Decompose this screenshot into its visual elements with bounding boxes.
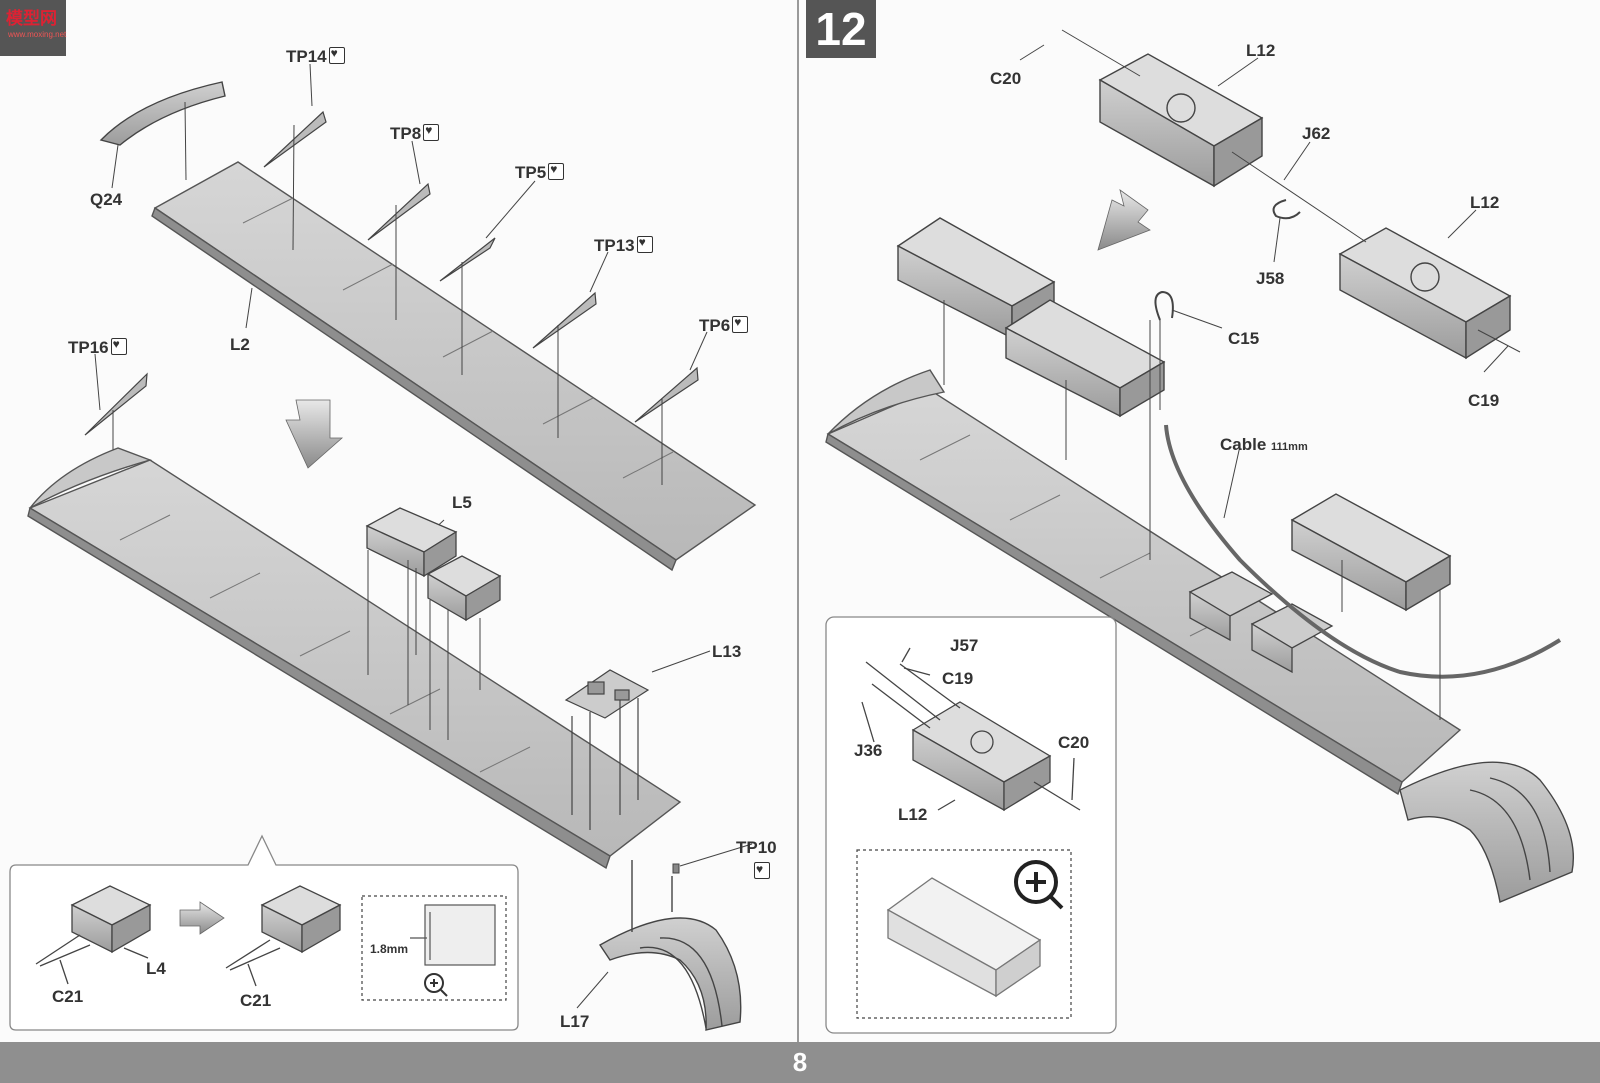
ship-heart-icon	[423, 124, 440, 141]
label-tp10: TP10	[736, 838, 777, 857]
inset-l4-boxes	[35, 885, 342, 987]
label-c21-b: C21	[240, 991, 272, 1010]
part-l2-upper	[151, 161, 757, 572]
part-cable	[1164, 424, 1562, 679]
ship-heart-icon	[732, 316, 749, 333]
zoom-in-icon	[424, 973, 448, 997]
ship-heart-icon	[754, 862, 770, 879]
footer-bar	[0, 1042, 1600, 1083]
label-c20-top: C20	[990, 69, 1022, 88]
page-number: 8	[792, 1047, 808, 1077]
label-c19-right: C19	[1468, 391, 1500, 410]
step-number: 12	[806, 0, 876, 58]
part-q24	[99, 81, 226, 146]
down-arrow-icon	[1097, 189, 1151, 251]
logo-glyphs: 模型网	[6, 9, 57, 28]
mounted-boxes	[1188, 571, 1334, 674]
ship-heart-icon	[548, 163, 565, 180]
leader-lines-right	[943, 29, 1521, 720]
label-tp14: TP14	[286, 47, 345, 65]
inset-detail-part-right	[886, 877, 1042, 998]
down-arrow-icon	[285, 399, 344, 469]
label-l12-right: L12	[1470, 193, 1500, 212]
logo-url: www.moxing.net	[8, 30, 67, 39]
part-deck-lower	[27, 447, 682, 870]
label-l4: L4	[146, 959, 166, 978]
part-l12-boxes	[896, 53, 1512, 612]
label-cable: Cable 111mm	[1220, 435, 1308, 454]
part-tp10	[672, 863, 680, 874]
label-tp13: TP13	[594, 236, 653, 254]
part-l5	[365, 507, 502, 622]
inset-l12-box	[861, 647, 1081, 812]
small-arrow-icon	[179, 901, 225, 935]
label-tp6: TP6	[699, 316, 749, 334]
label-j58: J58	[1256, 269, 1285, 288]
leader-lines-left	[94, 63, 753, 1009]
label-l12-inset: L12	[898, 805, 928, 824]
page-divider	[797, 0, 799, 1042]
part-j58	[1272, 199, 1301, 220]
label-l12-top: L12	[1246, 41, 1276, 60]
label-j57: J57	[950, 636, 979, 655]
label-q24: Q24	[90, 190, 123, 209]
label-j36: J36	[854, 741, 883, 760]
ship-heart-icon	[328, 47, 345, 64]
label-l5: L5	[452, 493, 472, 512]
label-c20-inset: C20	[1058, 733, 1090, 752]
drop-lines-l5	[367, 550, 481, 740]
zoom-in-icon	[1014, 860, 1064, 910]
label-l2: L2	[230, 335, 250, 354]
label-tp16: TP16	[68, 338, 127, 356]
label-c15: C15	[1228, 329, 1260, 348]
label-l13: L13	[712, 642, 742, 661]
part-fender-right	[1399, 761, 1575, 903]
part-l13	[564, 669, 650, 830]
ship-heart-icon	[636, 236, 653, 253]
site-logo: 模型网 www.moxing.net	[0, 0, 66, 56]
label-tp5: TP5	[515, 163, 565, 181]
inset-detail-box	[361, 895, 507, 1001]
part-deck-right	[825, 369, 1462, 796]
label-c21-a: C21	[52, 987, 84, 1006]
label-tp8: TP8	[390, 124, 440, 142]
part-l17	[598, 860, 742, 1031]
photo-etch-parts	[84, 110, 699, 436]
label-l17: L17	[560, 1012, 590, 1031]
label-c19-inset: C19	[942, 669, 974, 688]
label-j62: J62	[1302, 124, 1331, 143]
part-c15	[1154, 290, 1174, 321]
ship-heart-icon	[110, 338, 127, 355]
detail-part	[410, 904, 496, 966]
inset-detail-box-right	[856, 849, 1072, 1019]
label-measure: 1.8mm	[370, 942, 409, 956]
